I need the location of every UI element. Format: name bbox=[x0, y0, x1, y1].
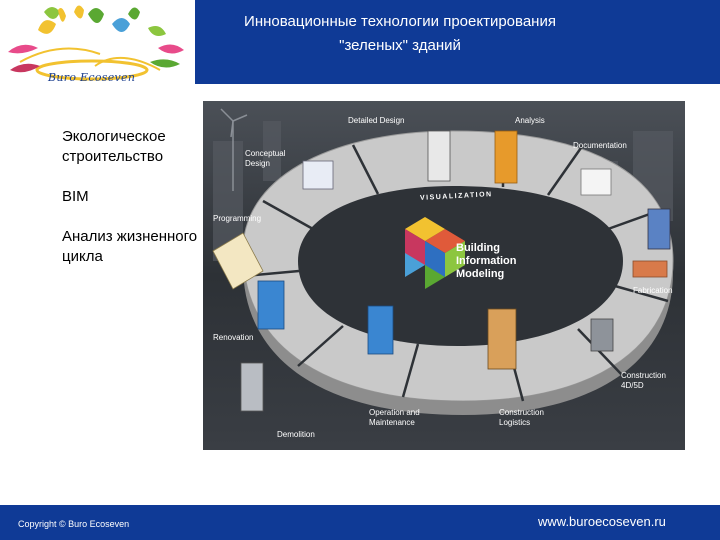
bim-center-line: Information bbox=[456, 255, 517, 267]
topic-item: Экологическое строительство bbox=[62, 128, 166, 165]
logo-sun-icon bbox=[8, 5, 184, 81]
title-line-2: "зеленых" зданий bbox=[339, 37, 461, 54]
bim-lifecycle-diagram: VISUALIZATION Building Information Model… bbox=[203, 101, 685, 450]
logo-text: Buro Ecoseven bbox=[48, 71, 136, 84]
stage-renovation: Renovation bbox=[213, 333, 254, 342]
stage-operation-maintenance: Operation and Maintenance bbox=[369, 408, 420, 427]
stage-detailed-design: Detailed Design bbox=[348, 116, 405, 125]
stage-demolition: Demolition bbox=[277, 430, 315, 439]
stage-documentation: Documentation bbox=[573, 141, 627, 150]
bim-center-label: Building Information Modeling bbox=[456, 242, 517, 281]
stage-construction-4d5d: Construction 4D/5D bbox=[621, 371, 666, 390]
stage-analysis: Analysis bbox=[515, 116, 545, 125]
stage-construction-logistics: Construction Logistics bbox=[499, 408, 544, 427]
footer-copyright: Copyright © Buro Ecoseven bbox=[18, 519, 130, 529]
footer-url-link[interactable]: www.buroecoseven.ru bbox=[538, 514, 666, 529]
logo[interactable]: Buro Ecoseven bbox=[0, 0, 195, 88]
stage-fabrication: Fabrication bbox=[633, 286, 673, 295]
footer-bar: Copyright © Buro Ecoseven www.buroecosev… bbox=[0, 505, 720, 540]
stage-conceptual-design: Conceptual Design bbox=[245, 149, 286, 168]
header-bar: Инновационные технологии проектирования … bbox=[195, 0, 720, 84]
title-line-1: Инновационные технологии проектирования bbox=[244, 13, 556, 30]
diagram-graphic bbox=[203, 101, 685, 450]
topic-item: Анализ жизненного цикла bbox=[62, 228, 198, 265]
bim-center-line: Modeling bbox=[456, 268, 505, 280]
topic-item: BIM bbox=[62, 188, 89, 205]
bim-center-line: Building bbox=[456, 242, 500, 254]
stage-programming: Programming bbox=[213, 214, 262, 223]
page-title: Инновационные технологии проектирования … bbox=[195, 10, 605, 58]
topic-list: Экологическое строительство BIM Анализ ж… bbox=[62, 127, 202, 287]
